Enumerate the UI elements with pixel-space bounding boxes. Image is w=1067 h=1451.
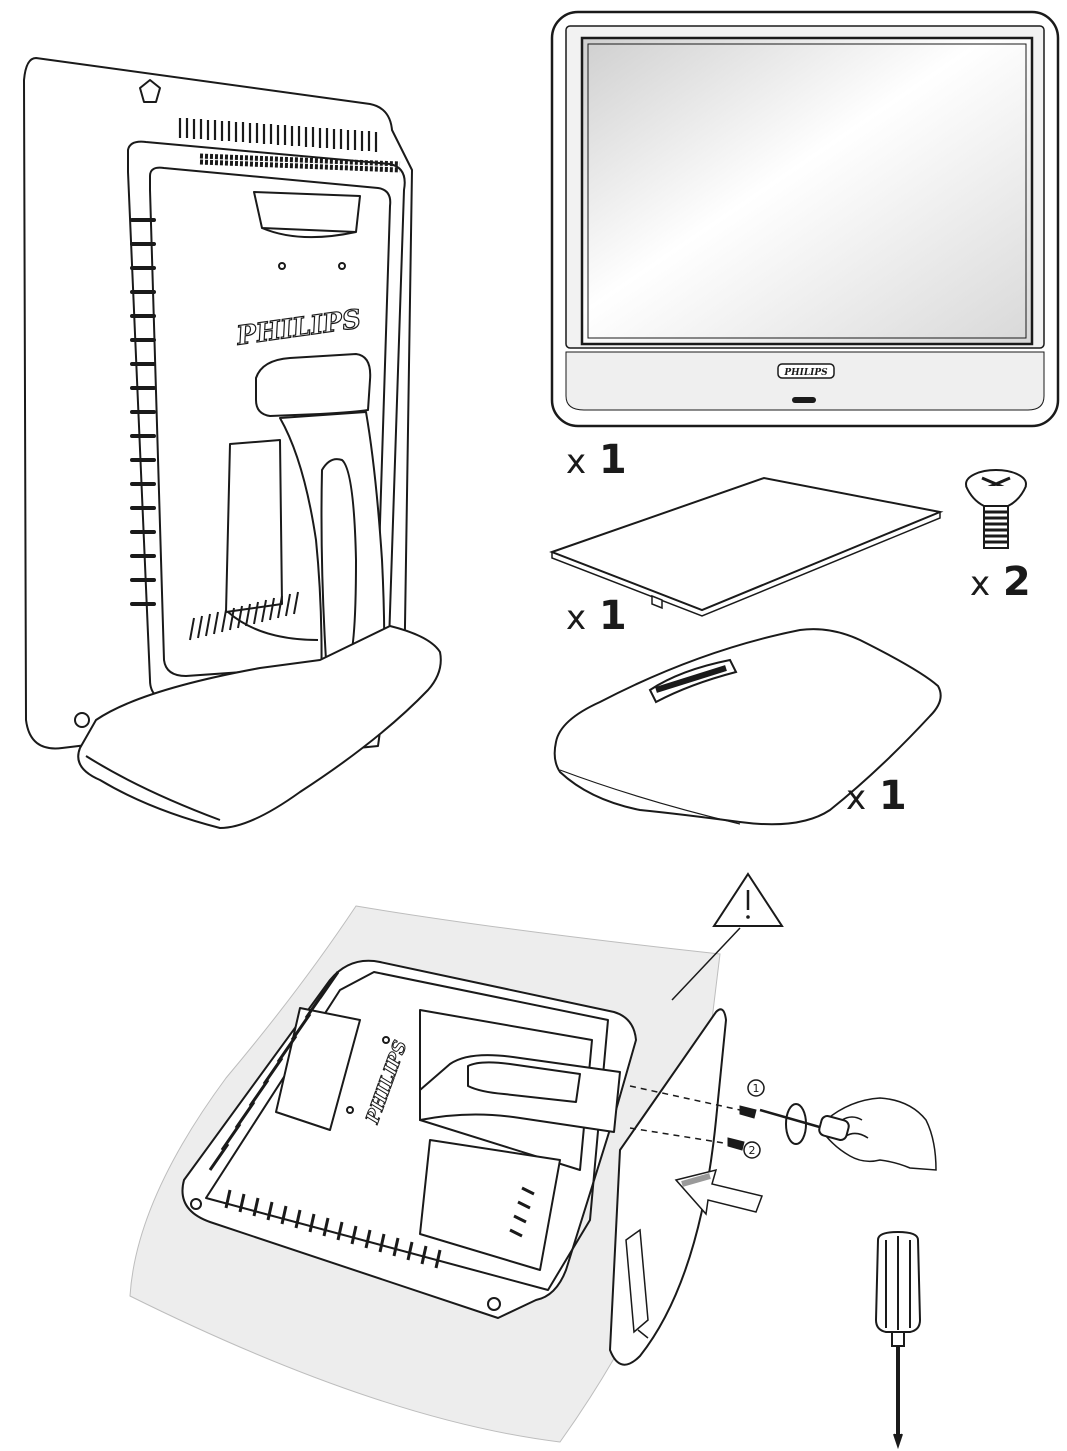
hand-icon xyxy=(825,1097,937,1171)
svg-text:2: 2 xyxy=(749,1144,756,1157)
lying-monitor-vents xyxy=(208,971,535,1269)
bezel-bottom xyxy=(565,351,1045,411)
qty-monitor: x 1 xyxy=(566,437,627,483)
stand-foot xyxy=(77,625,442,829)
qty-screw: x 2 xyxy=(970,559,1031,605)
screw-part xyxy=(965,469,1027,549)
mount-hole xyxy=(139,79,161,103)
step-marker-2 xyxy=(743,1141,761,1159)
cover-plate-part xyxy=(549,476,944,617)
inserted-screws xyxy=(727,1105,757,1151)
bottom-vents xyxy=(189,591,299,641)
svg-text:1: 1 xyxy=(753,1082,760,1095)
top-vents xyxy=(178,118,401,173)
assembly-illustration: PHILIPS 1 2 xyxy=(129,872,937,1450)
side-vents xyxy=(130,218,156,606)
screwdriver-icon xyxy=(874,1230,922,1450)
qty-stand-base: x 1 xyxy=(846,773,907,819)
screwdriver-in-hand xyxy=(759,1103,850,1145)
monitor-screen xyxy=(580,36,1034,346)
power-button xyxy=(792,397,816,403)
cover-plate-attaching xyxy=(608,1008,728,1366)
front-brand-logo: PHILIPS xyxy=(783,368,828,378)
monitor-front-view: PHILIPS xyxy=(550,10,1060,428)
qty-cover-plate: x 1 xyxy=(566,593,627,639)
monitor-rear-view: PHILIPS xyxy=(23,57,442,829)
stand-neck xyxy=(255,353,372,417)
stand-base-part xyxy=(553,628,942,826)
step-marker-1 xyxy=(747,1079,765,1097)
